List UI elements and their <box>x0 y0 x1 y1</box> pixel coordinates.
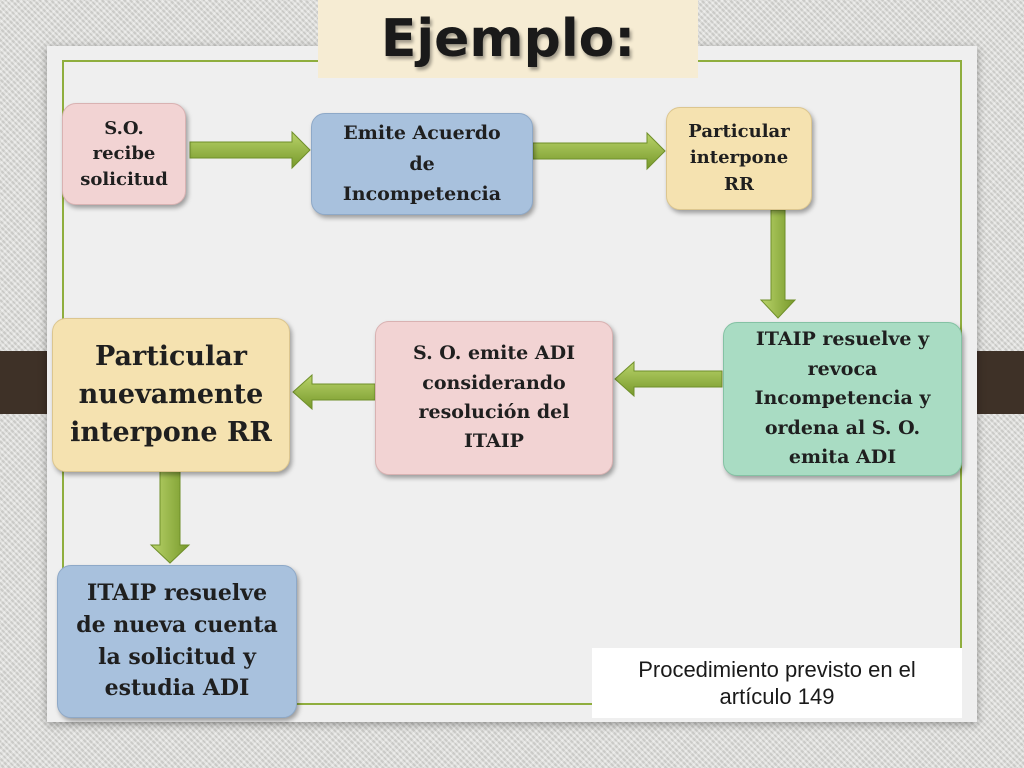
node-itaip-revoca-text: ITAIP resuelve y revoca Incompetencia y … <box>754 328 931 469</box>
node-particular-nuevamente: Particular nuevamente interpone RR <box>52 318 290 472</box>
node-so-recibe: S.O. recibe solicitud <box>62 103 186 205</box>
arrow-right-2 <box>532 131 666 171</box>
node-particular-interpone-text: Particular interpone RR <box>688 121 790 195</box>
slide-title: Ejemplo: <box>380 9 636 69</box>
arrow-down-1 <box>759 209 797 319</box>
footnote-box: Procedimiento previsto en el artículo 14… <box>592 648 962 718</box>
footnote-text: Procedimiento previsto en el artículo 14… <box>638 656 916 710</box>
node-itaip-resuelve-text: ITAIP resuelve de nueva cuenta la solici… <box>76 579 278 702</box>
node-particular-nuevamente-text: Particular nuevamente interpone RR <box>70 341 272 448</box>
arrow-right-1 <box>189 130 311 170</box>
node-so-emite-adi-text: S. O. emite ADI considerando resolución … <box>413 342 575 453</box>
node-emite-acuerdo: Emite Acuerdo de Incompetencia <box>311 113 533 215</box>
node-so-recibe-text: S.O. recibe solicitud <box>80 118 168 190</box>
node-particular-interpone: Particular interpone RR <box>666 107 812 210</box>
node-itaip-revoca: ITAIP resuelve y revoca Incompetencia y … <box>723 322 962 476</box>
arrow-left-1 <box>614 360 723 398</box>
node-so-emite-adi: S. O. emite ADI considerando resolución … <box>375 321 613 475</box>
title-box: Ejemplo: <box>318 0 698 78</box>
arrow-down-2 <box>149 469 191 564</box>
node-emite-acuerdo-text: Emite Acuerdo de Incompetencia <box>342 122 502 206</box>
node-itaip-resuelve: ITAIP resuelve de nueva cuenta la solici… <box>57 565 297 718</box>
arrow-left-2 <box>292 373 376 411</box>
